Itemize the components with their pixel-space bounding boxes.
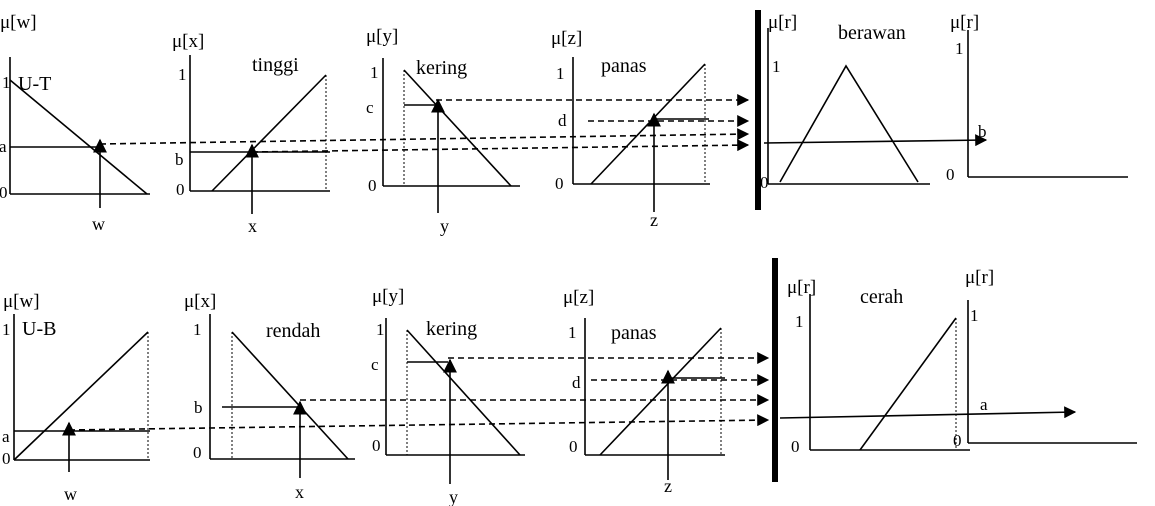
rule2-z-axis-label: μ[z] xyxy=(563,287,594,308)
rule2-x-axis-label: μ[x] xyxy=(184,291,216,312)
rule1-y-input-label: y xyxy=(440,216,449,236)
rule1-w-zero: 0 xyxy=(0,183,8,202)
rule2-y-level-label: c xyxy=(371,355,379,374)
membership-curve-kering xyxy=(403,69,512,187)
rule1-w-one: 1 xyxy=(2,73,11,92)
membership-curve-cerah xyxy=(859,317,957,451)
rule2-w-set-label: U-B xyxy=(22,318,56,340)
rule1-x-input-label: x xyxy=(248,216,257,236)
rule2-z-one: 1 xyxy=(568,323,577,342)
rule2-panel-z xyxy=(584,318,725,480)
rule2-y-one: 1 xyxy=(376,320,385,339)
rule1-y-axis-label: μ[y] xyxy=(366,26,398,47)
membership-curve-panas xyxy=(590,63,706,185)
rule1-z-level-label: d xyxy=(558,111,567,130)
rule2-output-level-line xyxy=(779,406,1077,419)
rule2-y-set-label: kering xyxy=(426,318,477,340)
rule1-result-one: 1 xyxy=(955,39,964,58)
rule2-result-axis-label: μ[r] xyxy=(965,267,994,288)
rule1-result-panel xyxy=(967,30,1128,178)
arrow-from-a xyxy=(99,128,750,145)
rule1-z-input-label: z xyxy=(650,210,658,230)
rule1-result-zero: 0 xyxy=(946,165,955,184)
rule2-w-level-label: a xyxy=(2,427,10,446)
arrow-from-a xyxy=(68,414,770,431)
rule2-y-axis-label: μ[y] xyxy=(372,286,404,307)
rule2-x-zero: 0 xyxy=(193,443,202,462)
rule2-w-one: 1 xyxy=(2,320,11,339)
rule1-result-level-label: b xyxy=(978,122,987,141)
rule2-result-level-label: a xyxy=(980,395,988,414)
rule1-x-axis-label: μ[x] xyxy=(172,31,204,52)
membership-curve-berawan xyxy=(779,64,919,183)
rule2-panel-w xyxy=(13,314,150,472)
membership-curve-panas xyxy=(599,327,722,456)
rule2-z-zero: 0 xyxy=(569,437,578,456)
arrow-from-b xyxy=(251,139,750,153)
rule1-y-level-label: c xyxy=(366,98,374,117)
rule-2 xyxy=(13,258,1137,484)
rule1-r-zero: 0 xyxy=(760,173,769,192)
rule2-w-input-label: w xyxy=(64,484,77,504)
membership-curve-tinggi xyxy=(211,74,327,192)
rule1-output-level-line xyxy=(763,134,988,147)
rule2-x-level-label: b xyxy=(194,398,203,417)
rule1-output-berawan xyxy=(767,28,930,185)
rule2-z-level-label: d xyxy=(572,373,581,392)
rule1-y-zero: 0 xyxy=(368,176,377,195)
rule1-z-axis-label: μ[z] xyxy=(551,28,582,49)
rule1-z-set-label: panas xyxy=(601,55,647,77)
rule1-x-one: 1 xyxy=(178,65,187,84)
rule1-w-level-label: a xyxy=(0,137,7,156)
membership-curve-rendah xyxy=(231,331,349,460)
membership-curve-kering xyxy=(406,329,521,456)
rule2-x-one: 1 xyxy=(193,320,202,339)
rule1-x-zero: 0 xyxy=(176,180,185,199)
rule1-z-zero: 0 xyxy=(555,174,564,193)
rule2-w-axis-label: μ[w] xyxy=(3,291,40,312)
rule2-y-input-label: y xyxy=(449,487,458,506)
rule1-x-level-label: b xyxy=(175,150,184,169)
rule1-r-one: 1 xyxy=(772,57,781,76)
rule2-r-set-label: cerah xyxy=(860,286,903,308)
rule1-x-set-label: tinggi xyxy=(252,54,299,76)
rule2-w-zero: 0 xyxy=(2,449,11,468)
rule2-x-input-label: x xyxy=(295,482,304,502)
rule2-r-axis-label: μ[r] xyxy=(787,277,816,298)
rule1-w-input-label: w xyxy=(92,214,105,234)
rule1-w-axis-label: μ[w] xyxy=(0,12,37,33)
rule1-r-set-label: berawan xyxy=(838,22,906,44)
rule2-z-set-label: panas xyxy=(611,322,657,344)
rule1-implication-arrows xyxy=(99,94,750,153)
rule1-y-set-label: kering xyxy=(416,57,467,79)
rule2-x-set-label: rendah xyxy=(266,320,320,342)
rule2-implication-arrows xyxy=(68,352,770,431)
rule1-panel-x xyxy=(189,55,330,214)
membership-curve-ub xyxy=(13,331,149,461)
rule1-r-axis-label: μ[r] xyxy=(768,12,797,33)
rule1-panel-z xyxy=(572,57,710,212)
membership-curve-ut xyxy=(9,79,148,195)
rule1-y-one: 1 xyxy=(370,63,379,82)
rule2-panel-x xyxy=(209,314,355,478)
rule1-result-axis-label: μ[r] xyxy=(950,12,979,33)
rule1-w-set-label: U-T xyxy=(18,73,51,95)
rule-1 xyxy=(9,10,1128,214)
labels: μ[w] 1 U-T a 0 w μ[x] 1 tinggi b 0 x μ[y… xyxy=(0,12,994,506)
rule1-panel-w xyxy=(9,57,150,208)
rule2-panel-y xyxy=(385,318,525,484)
rule2-y-zero: 0 xyxy=(372,436,381,455)
rule1-z-one: 1 xyxy=(556,64,565,83)
rule2-r-zero: 0 xyxy=(791,437,800,456)
rule2-r-one: 1 xyxy=(795,312,804,331)
rule1-panel-y xyxy=(382,58,520,213)
rule2-result-one: 1 xyxy=(970,306,979,325)
rule2-result-zero: 0 xyxy=(953,431,962,450)
rule2-output-cerah xyxy=(809,294,970,451)
rule2-z-input-label: z xyxy=(664,476,672,496)
rule2-result-panel xyxy=(967,300,1137,444)
